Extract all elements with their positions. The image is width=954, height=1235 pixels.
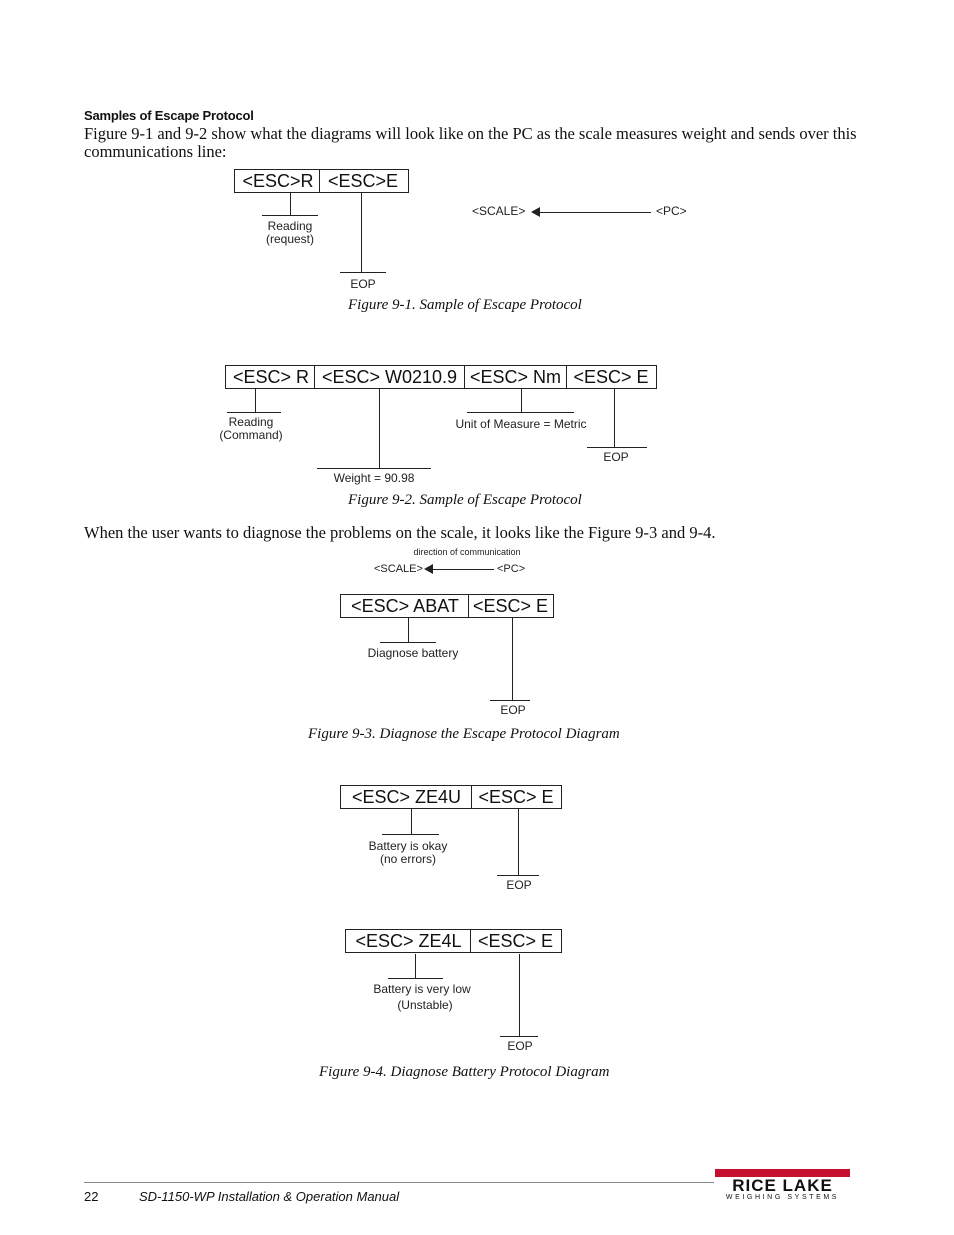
fig4b-protocol-box: <ESC> ZE4L <ESC> E [345, 929, 562, 953]
fig4b-eop-bar [500, 1036, 538, 1037]
fig2-weight-stem [379, 389, 380, 468]
fig4b-cell-e: <ESC> E [477, 931, 554, 951]
fig1-cell-r: <ESC>R [242, 171, 314, 191]
fig4b-cell-ze4l: <ESC> ZE4L [355, 931, 462, 951]
fig4a-cell-e: <ESC> E [478, 787, 554, 807]
fig3-divider [468, 595, 469, 617]
fig1-arrow-scale: <SCALE> [472, 204, 526, 218]
fig3-arrowhead-icon [424, 564, 433, 574]
fig2-label-unit: Unit of Measure = Metric [455, 417, 587, 431]
fig2-eop-bar [587, 447, 647, 448]
fig3-arrow-scale: <SCALE> [374, 563, 423, 575]
fig2-divider-2 [464, 366, 465, 388]
fig2-label-reading: Reading [228, 415, 274, 429]
diagnose-paragraph: When the user wants to diagnose the prob… [84, 523, 716, 542]
fig4a-battery-bar [382, 834, 439, 835]
fig1-cell-e: <ESC>E [327, 171, 399, 191]
fig1-arrow-pc: <PC> [656, 204, 687, 218]
fig4a-battery-stem [411, 809, 412, 834]
fig2-label-eop: EOP [603, 450, 629, 464]
fig2-unit-bar [467, 412, 574, 413]
fig1-protocol-box: <ESC>R <ESC>E [234, 169, 409, 193]
fig4b-label-eop: EOP [507, 1039, 533, 1053]
fig4a-label-no-errors: (no errors) [379, 852, 436, 866]
fig3-eop-bar [490, 700, 530, 701]
fig2-cell-e: <ESC> E [573, 367, 649, 387]
fig2-label-weight: Weight = 90.98 [333, 471, 415, 485]
fig4b-label-very-low: Battery is very low [373, 982, 471, 996]
fig1-eop-stem [361, 193, 362, 272]
section-heading: Samples of Escape Protocol [84, 108, 254, 123]
fig3-label-eop: EOP [500, 703, 526, 717]
fig2-label-command: (Command) [219, 428, 283, 442]
fig1-arrowhead-icon [531, 207, 540, 217]
fig2-reading-stem [255, 389, 256, 412]
fig1-eop-bar [340, 272, 386, 273]
intro-paragraph: Figure 9-1 and 9-2 show what the diagram… [84, 124, 857, 161]
fig2-cell-weight: <ESC> W0210.9 [321, 367, 458, 387]
fig2-weight-bar [317, 468, 431, 469]
fig2-unit-stem [521, 389, 522, 412]
fig1-label-eop: EOP [350, 277, 376, 291]
fig2-reading-bar [227, 412, 281, 413]
fig3-protocol-box: <ESC> ABAT <ESC> E [340, 594, 554, 618]
fig1-caption: Figure 9-1. Sample of Escape Protocol [348, 297, 582, 313]
fig3-caption: Figure 9-3. Diagnose the Escape Protocol… [308, 726, 620, 742]
fig4a-protocol-box: <ESC> ZE4U <ESC> E [340, 785, 562, 809]
fig1-label-request: (request) [265, 232, 315, 246]
logo-subtext: WEIGHING SYSTEMS [725, 1194, 840, 1201]
fig2-caption: Figure 9-2. Sample of Escape Protocol [348, 492, 582, 508]
fig4b-divider [470, 930, 471, 952]
fig2-eop-stem [614, 389, 615, 447]
fig3-eop-stem [512, 618, 513, 700]
fig1-divider [319, 170, 320, 192]
fig1-reading-bar [262, 215, 318, 216]
logo-text: RICE LAKE [732, 1176, 833, 1195]
fig1-arrow-line [539, 212, 651, 213]
fig4b-label-unstable: (Unstable) [397, 998, 453, 1012]
manual-title: SD-1150-WP Installation & Operation Manu… [139, 1189, 400, 1204]
fig3-cell-abat: <ESC> ABAT [351, 596, 459, 616]
fig3-arrow-pc: <PC> [497, 563, 526, 575]
fig1-reading-stem [290, 193, 291, 215]
rice-lake-logo: RICE LAKE WEIGHING SYSTEMS [715, 1169, 850, 1203]
fig2-divider-1 [314, 366, 315, 388]
fig4a-label-okay: Battery is okay [368, 839, 448, 853]
fig3-arrow-line [432, 569, 494, 570]
fig3-diag-bar [380, 642, 436, 643]
fig2-divider-3 [566, 366, 567, 388]
fig4-caption: Figure 9-4. Diagnose Battery Protocol Di… [319, 1064, 610, 1080]
fig4a-divider [471, 786, 472, 808]
fig3-direction-label: direction of communication [413, 547, 521, 557]
fig3-cell-e: <ESC> E [472, 596, 549, 616]
fig1-label-reading: Reading [267, 219, 313, 233]
fig4b-battery-stem [415, 954, 416, 978]
logo-red-bar [715, 1169, 850, 1177]
fig2-protocol-box: <ESC> R <ESC> W0210.9 <ESC> Nm <ESC> E [225, 365, 657, 389]
fig4b-eop-stem [519, 954, 520, 1036]
footer-rule [84, 1182, 714, 1183]
fig4a-eop-bar [497, 875, 539, 876]
fig4a-eop-stem [518, 809, 519, 875]
fig3-diag-stem [408, 618, 409, 642]
fig4a-label-eop: EOP [506, 878, 532, 892]
fig4b-battery-bar [388, 978, 443, 979]
fig4a-cell-ze4u: <ESC> ZE4U [351, 787, 462, 807]
fig2-cell-r: <ESC> R [232, 367, 310, 387]
fig3-label-diagnose: Diagnose battery [367, 646, 459, 660]
page-number: 22 [84, 1189, 99, 1204]
fig2-cell-unit: <ESC> Nm [469, 367, 562, 387]
